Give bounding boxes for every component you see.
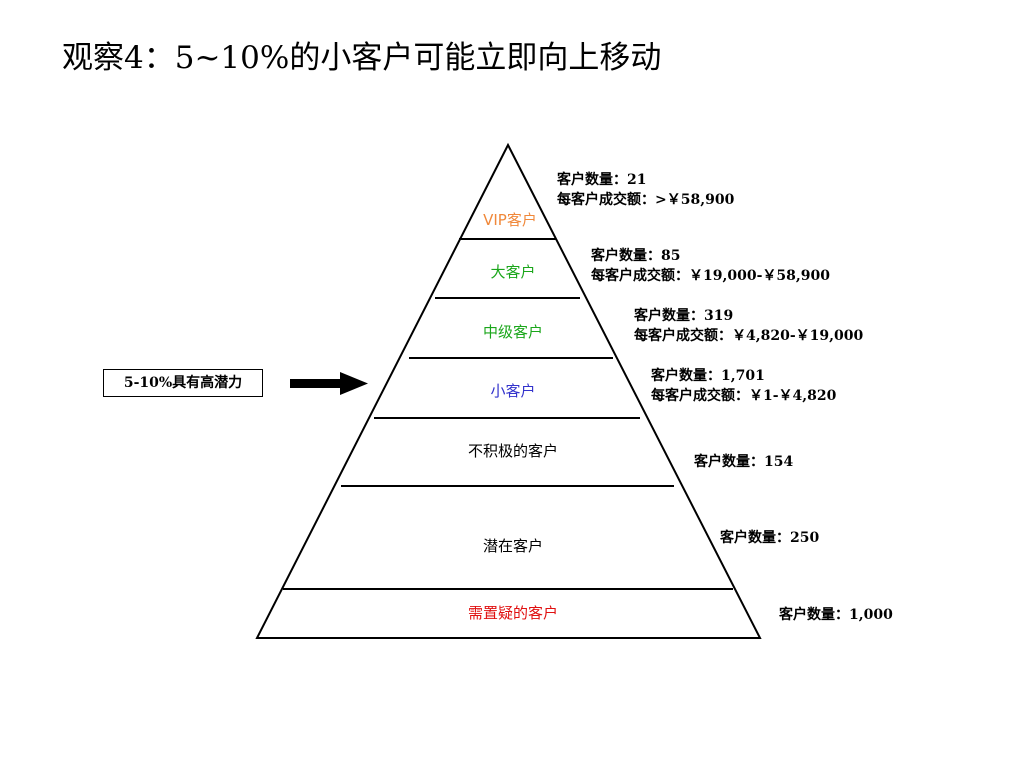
tier-label: VIP客户	[483, 211, 537, 229]
page-title: 观察4：5~10%的小客户可能立即向上移动	[62, 40, 662, 76]
high-potential-callout: 5-10%具有高潜力	[103, 369, 263, 397]
tier-info-line: 客户数量：85	[590, 247, 680, 264]
tier-label: 大客户	[490, 263, 535, 281]
tier-info-line: 客户数量：250	[719, 529, 819, 546]
tier-info-line: 每客户成交额：￥1-￥4,820	[651, 387, 837, 404]
pyramid-outline	[255, 142, 762, 639]
tier-label: 中级客户	[483, 323, 543, 341]
tier-info-line: 客户数量：21	[556, 171, 646, 188]
tier-info-line: 客户数量：1,701	[650, 367, 765, 384]
tier-info-line: 客户数量：154	[693, 453, 793, 470]
tier-info-line: 每客户成交额：>￥58,900	[557, 191, 735, 208]
tier-info-line: 客户数量：1,000	[778, 606, 893, 623]
tier-label: 小客户	[490, 382, 535, 400]
arrow-right-icon	[290, 372, 368, 395]
tier-info-line: 每客户成交额：￥4,820-￥19,000	[634, 327, 863, 344]
tier-info-line: 每客户成交额：￥19,000-￥58,900	[591, 267, 830, 284]
tier-info-line: 客户数量：319	[633, 307, 733, 324]
tier-label: 潜在客户	[483, 537, 543, 555]
tier-label: 需置疑的客户	[468, 604, 558, 622]
tier-label: 不积极的客户	[468, 442, 558, 460]
